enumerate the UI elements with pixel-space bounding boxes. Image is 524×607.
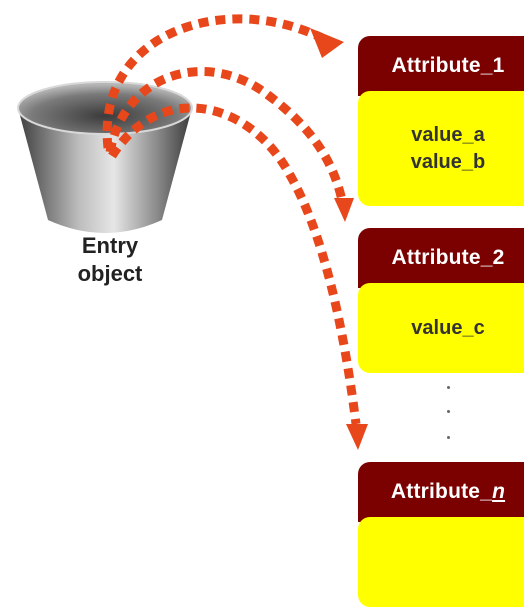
attribute-box-2: Attribute_2 value_c [358, 228, 524, 378]
entry-object-label: Entry object [40, 232, 180, 288]
attribute-name-suffix: n [492, 480, 506, 503]
vertical-ellipsis-icon [440, 380, 460, 460]
attribute-name-prefix: Attribute_ [390, 480, 493, 503]
attribute-box-1: Attribute_1 value_a value_b [358, 36, 524, 206]
bucket-icon [17, 81, 193, 233]
arrowhead-n [346, 424, 368, 450]
entry-label-line2: object [77, 261, 143, 286]
attribute-name-2: Attribute_2 [391, 246, 505, 269]
attribute-name-n: Attribute_n [391, 480, 505, 504]
attribute-header-1: Attribute_1 [358, 36, 524, 96]
attribute-header-n: Attribute_n [358, 462, 524, 522]
attribute-values-n [358, 517, 524, 607]
attribute-header-2: Attribute_2 [358, 228, 524, 288]
attribute-values-1: value_a value_b [358, 91, 524, 206]
attribute-value: value_c [411, 316, 485, 339]
arrowhead-1 [310, 28, 344, 58]
attribute-box-n: Attribute_n [358, 462, 524, 607]
arrowhead-2 [334, 198, 354, 222]
attribute-value: value_b [410, 150, 486, 173]
entry-label-line1: Entry [81, 233, 139, 258]
attribute-value: value_a [411, 123, 485, 146]
attribute-values-2: value_c [358, 283, 524, 373]
attribute-name-1: Attribute_1 [391, 54, 505, 77]
